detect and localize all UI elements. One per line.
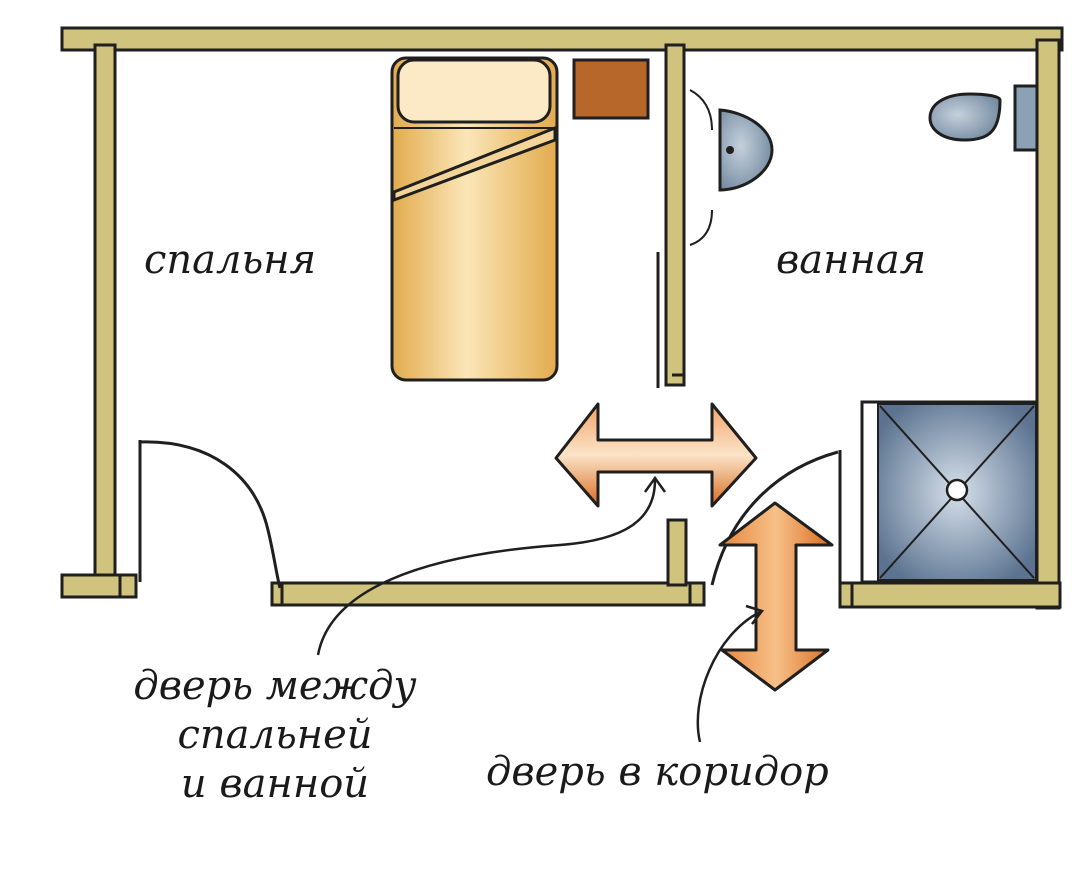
wall-bottom-right [838, 581, 1062, 609]
pillow [396, 58, 552, 124]
nightstand [572, 58, 650, 120]
bed-blanket-fold [392, 125, 557, 203]
wall-bottom-middle [270, 581, 706, 607]
wall-partition-upper [664, 43, 686, 387]
shower-drain [945, 478, 969, 502]
walls [60, 26, 1064, 610]
bedroom-entry-door [138, 440, 282, 589]
leader-door-corridor [696, 610, 761, 743]
wall-right [1035, 38, 1061, 610]
arrow-to-corridor [718, 501, 834, 692]
leader-door-between [316, 479, 657, 656]
wall-partition-lower-stub [666, 518, 688, 587]
annotation-door-corridor: дверь в коридор [486, 749, 829, 795]
annotation-door-between-line1: дверь между [133, 663, 417, 709]
wall-left [93, 43, 117, 595]
bed [390, 56, 559, 382]
corridor-door [710, 450, 842, 586]
annotation-door-between: дверь между спальней и ванной [100, 662, 450, 808]
arrowhead-door-corridor [745, 604, 765, 625]
wall-top [60, 26, 1064, 52]
annotation-door-between-line3: и ванной [180, 760, 370, 807]
room-label-bathroom: ванная [776, 237, 927, 283]
annotation-door-between-line2: спальней [177, 711, 373, 758]
shower [860, 400, 1039, 584]
wall-left-bottom-stub [60, 573, 138, 599]
connecting-door-leaf [656, 252, 684, 388]
room-label-bedroom: спальня [144, 237, 317, 283]
door-jambs [118, 575, 854, 607]
arrowhead-door-between [643, 475, 667, 493]
leader-lines [316, 475, 765, 743]
arrow-between-rooms [554, 402, 758, 508]
bed-frame [390, 56, 559, 382]
sink [689, 89, 774, 246]
toilet [928, 84, 1039, 152]
